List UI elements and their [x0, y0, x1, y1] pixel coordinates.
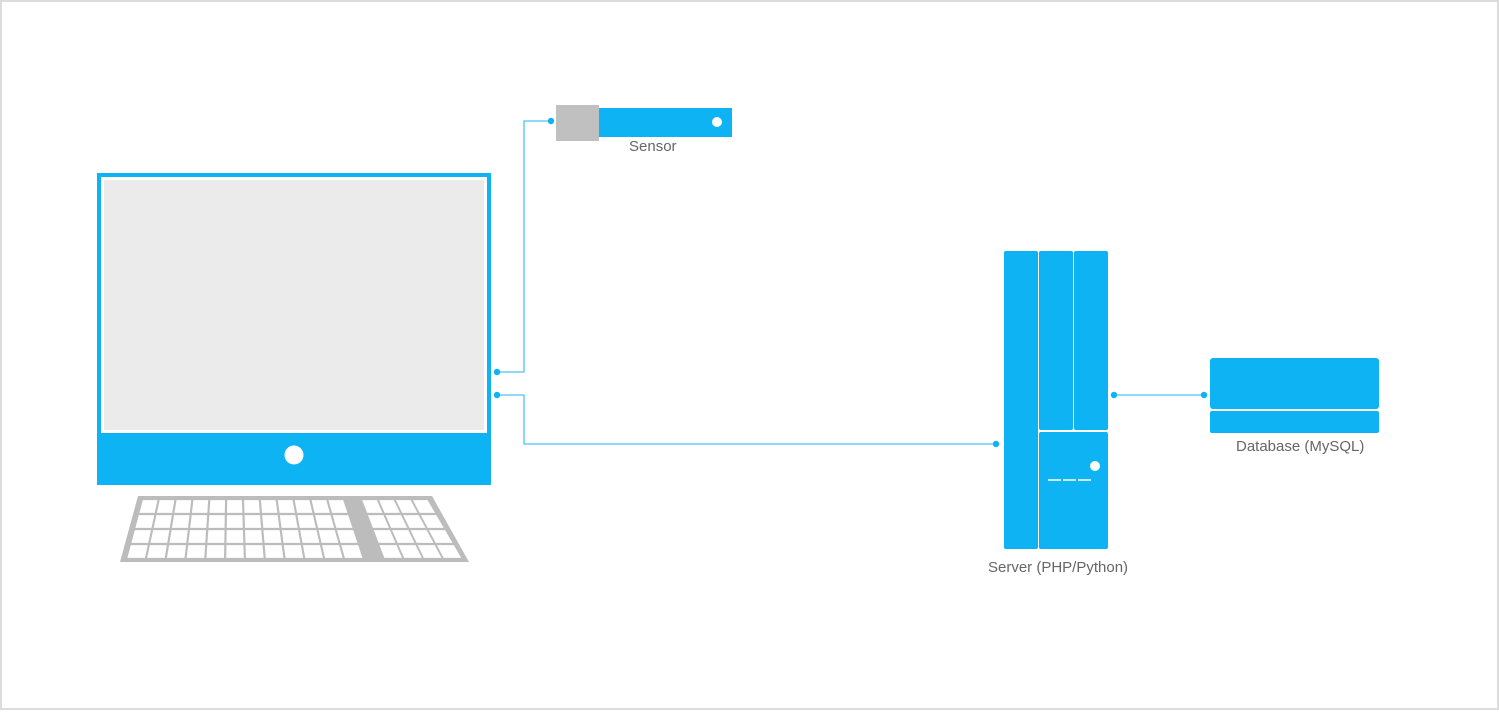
keyboard-key — [150, 530, 170, 543]
keyboard-key — [379, 500, 400, 513]
keyboard-key — [226, 530, 244, 543]
monitor-screen — [104, 180, 484, 430]
keyboard-key — [263, 530, 282, 543]
keyboard-key — [171, 515, 190, 528]
keyboard-key — [245, 545, 264, 558]
server-rack-icon — [1004, 251, 1108, 549]
keyboard-key — [412, 500, 436, 513]
keyboard-key — [373, 530, 396, 543]
keyboard-key — [392, 530, 415, 543]
keyboard-key — [281, 530, 301, 543]
sensor-label: Sensor — [629, 138, 677, 155]
desktop-monitor-icon — [97, 173, 491, 485]
keyboard-key — [379, 545, 402, 558]
keyboard-key — [300, 530, 320, 543]
keyboard-key — [208, 515, 225, 528]
server-lower-block — [1039, 432, 1108, 549]
keyboard-key — [169, 530, 188, 543]
keyboard-key — [245, 530, 263, 543]
keyboard-key — [297, 515, 316, 528]
keyboard-key — [311, 500, 330, 513]
keyboard-key — [279, 515, 298, 528]
sensor-led — [712, 117, 722, 127]
keyboard-key — [315, 515, 335, 528]
server-label: Server (PHP/Python) — [988, 559, 1129, 576]
keyboard-key — [395, 500, 418, 513]
keyboard-key — [127, 545, 148, 558]
database-upper-block — [1210, 358, 1379, 409]
keyboard-key — [283, 545, 304, 558]
keyboard-icon — [120, 496, 469, 562]
keyboard-key — [328, 500, 348, 513]
keyboard-key — [147, 545, 167, 558]
edge-server-database — [1110, 391, 1208, 399]
keyboard-key — [420, 515, 444, 528]
keyboard-key — [385, 515, 408, 528]
keyboard-key — [367, 515, 389, 528]
server-column-right — [1074, 251, 1108, 430]
database-icon — [1210, 358, 1379, 433]
keyboard-key — [428, 530, 453, 543]
database-label: Database (MySQL) — [1236, 438, 1365, 455]
keyboard-key — [226, 545, 244, 558]
keyboard-key — [209, 500, 225, 513]
keyboard-key — [206, 545, 225, 558]
monitor-power-button — [284, 445, 304, 465]
keyboard-key — [403, 515, 426, 528]
keyboard-key — [318, 530, 339, 543]
server-led — [1090, 461, 1100, 471]
keyboard-key — [260, 500, 278, 513]
keyboard-key — [341, 545, 363, 558]
keyboard-key — [226, 515, 243, 528]
keyboard-key — [135, 515, 155, 528]
keyboard-key — [322, 545, 343, 558]
keyboard-key — [153, 515, 172, 528]
keyboard-key — [332, 515, 353, 528]
keyboard-key — [264, 545, 284, 558]
keyboard-key — [191, 500, 209, 513]
keyboard-key — [166, 545, 186, 558]
sensor-connector — [556, 105, 599, 141]
sensor-body — [599, 108, 732, 137]
keyboard-key — [436, 545, 462, 558]
keyboard-key — [226, 500, 243, 513]
edge-computer-server — [493, 391, 1000, 448]
edge-computer-sensor — [493, 117, 555, 376]
database-lower-block — [1210, 411, 1379, 433]
keyboard-key — [294, 500, 313, 513]
keyboard-key — [302, 545, 323, 558]
keyboard-key — [188, 530, 207, 543]
keyboard-key — [336, 530, 358, 543]
keyboard-key — [244, 500, 260, 513]
keyboard-key — [410, 530, 434, 543]
keyboard-key — [417, 545, 442, 558]
keyboard-key — [207, 530, 225, 543]
keyboard-key — [174, 500, 192, 513]
keyboard-key — [362, 500, 383, 513]
keyboard-key — [262, 515, 280, 528]
usb-sensor-icon — [556, 105, 732, 141]
keyboard-key — [139, 500, 158, 513]
server-column-middle — [1039, 251, 1073, 430]
server-column-left — [1004, 251, 1038, 549]
keyboard-key — [190, 515, 208, 528]
keyboard-key — [398, 545, 422, 558]
keyboard-key — [131, 530, 151, 543]
keyboard-key — [277, 500, 295, 513]
keyboard-key — [186, 545, 206, 558]
keyboard-key — [156, 500, 175, 513]
keyboard-key — [244, 515, 262, 528]
